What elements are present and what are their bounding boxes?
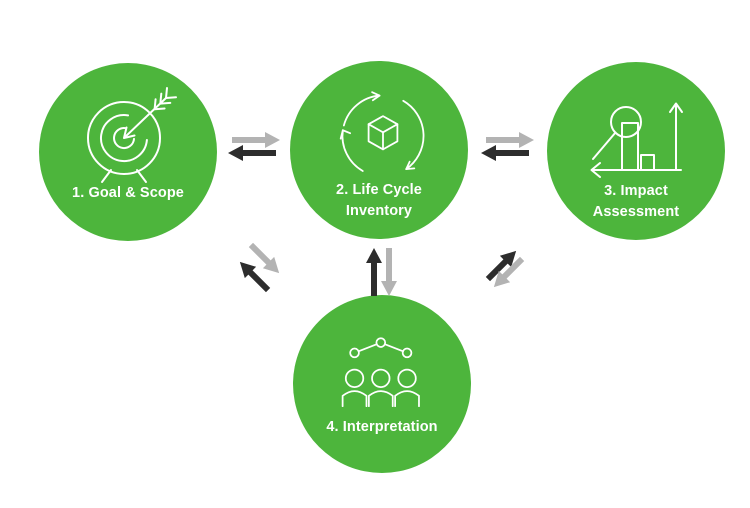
stage-label-goal-scope: 1. Goal & Scope	[72, 185, 184, 201]
arrow-black-impact-to-inventory	[481, 145, 529, 161]
stage-label-impact-assessment: 3. Impact Assessment	[592, 183, 680, 220]
magnifier-bar-chart-icon	[590, 102, 683, 178]
arrow-gray-goal-to-interpretation	[248, 242, 280, 274]
stage-label-life-cycle-inventory: 2. Life Cycle Inventory	[336, 182, 422, 219]
arrow-gray-impact-to-interpretation	[493, 256, 525, 288]
arrow-black-interpretation-to-goal	[239, 261, 271, 293]
stage-circle-life-cycle-inventory: 2. Life Cycle Inventory	[290, 61, 468, 239]
cycle-cube-icon	[339, 91, 425, 172]
stage-label-interpretation: 4. Interpretation	[326, 419, 438, 435]
arrow-gray-inventory-to-impact	[486, 132, 534, 148]
stage-circle-goal-scope: 1. Goal & Scope	[39, 63, 217, 241]
arrow-black-inventory-to-goal	[228, 145, 276, 161]
stage-circle-impact-assessment: 3. Impact Assessment	[547, 62, 725, 240]
arrow-gray-inventory-to-interpretation	[381, 248, 397, 296]
arrow-black-interpretation-to-impact	[485, 250, 517, 282]
target-icon	[87, 87, 177, 183]
arrow-gray-goal-to-inventory	[232, 132, 280, 148]
stage-circle-interpretation: 4. Interpretation	[293, 295, 471, 473]
arrow-black-interpretation-to-inventory	[366, 248, 382, 296]
people-network-icon	[341, 337, 420, 407]
